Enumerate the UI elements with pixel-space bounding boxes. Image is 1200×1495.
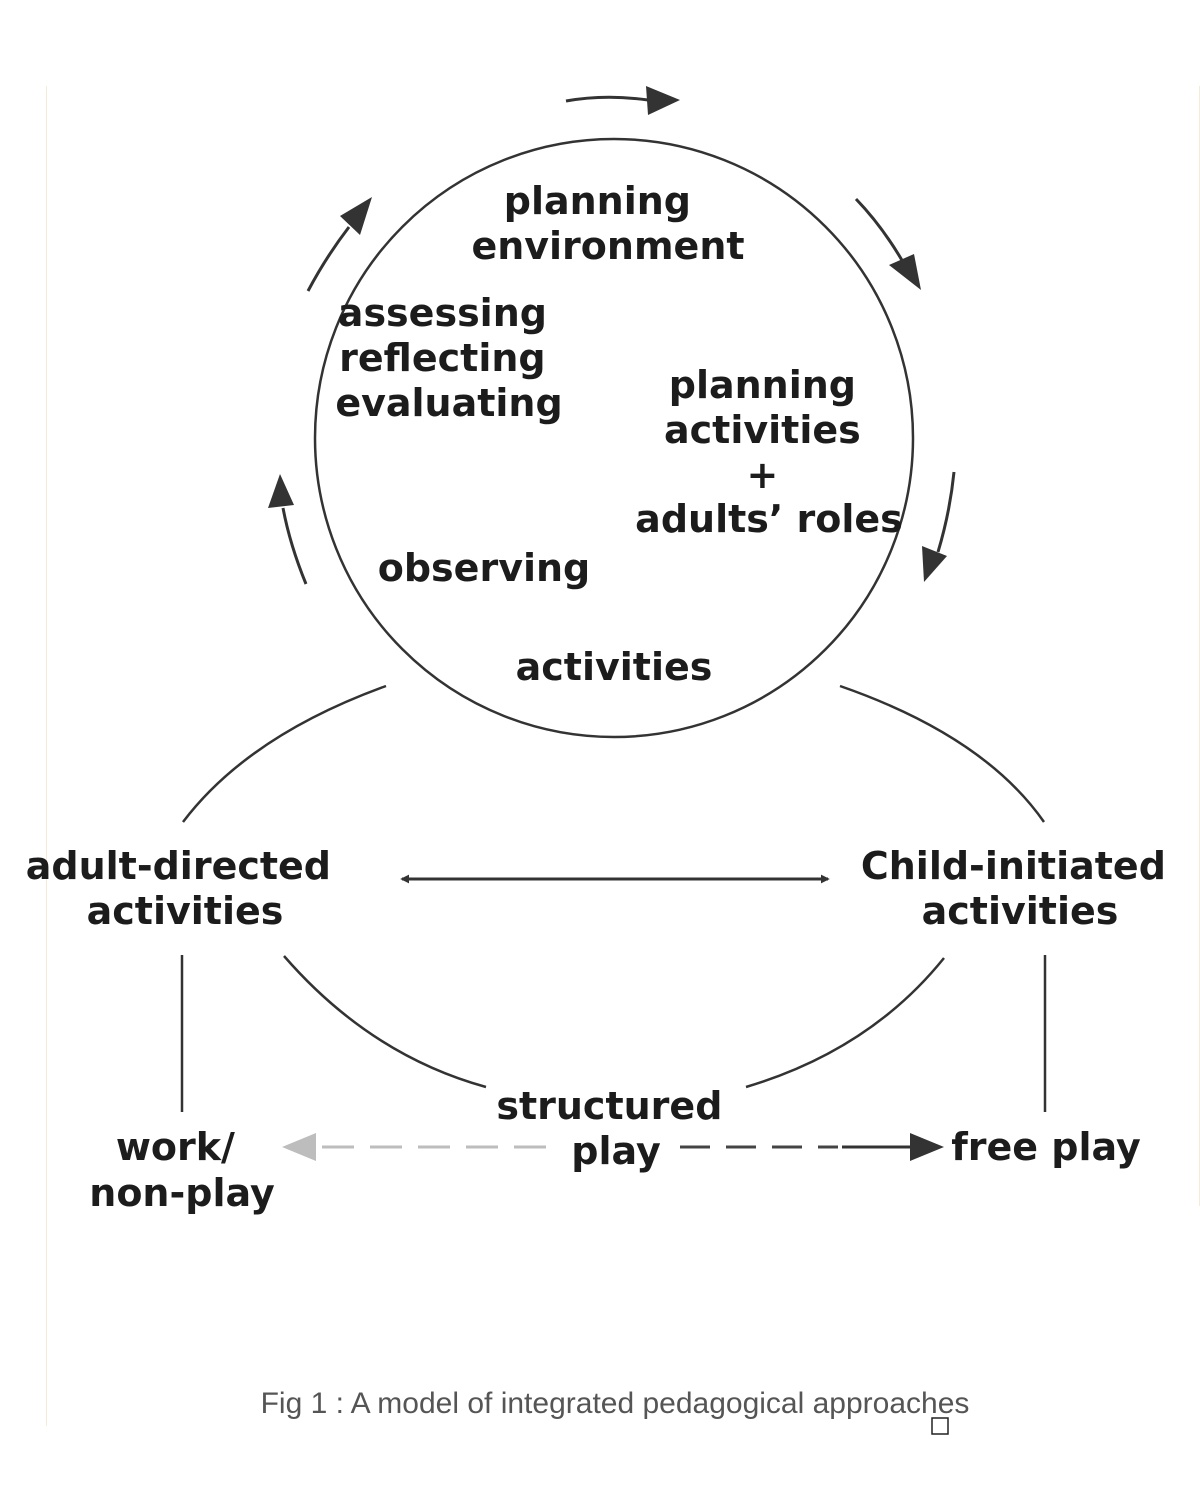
label-structured-play: structured play: [496, 1084, 735, 1173]
dashed-arrow-right-icon: [680, 1133, 944, 1161]
cycle-arrows: [268, 86, 956, 585]
connector-arcs: [180, 684, 1047, 1112]
label-adult-directed: adult-directed activities: [26, 844, 345, 933]
dashed-arrow-left-icon: [282, 1133, 546, 1161]
arc-circle-to-adult: [182, 684, 387, 823]
label-work-non-play: work/ non-play: [89, 1125, 275, 1215]
cycle-circle: [313, 137, 915, 739]
square-icon: [931, 1417, 949, 1435]
label-planning-environment: planning environment: [471, 179, 744, 268]
figure-caption: Fig 1 : A model of integrated pedagogica…: [261, 1387, 970, 1420]
label-activities: activities: [516, 645, 713, 689]
label-free-play: free play: [951, 1125, 1141, 1169]
arc-circle-to-child: [839, 684, 1046, 823]
label-child-initiated: Child-initiated activities: [861, 844, 1179, 933]
top-left-arrow-icon: [306, 197, 372, 292]
top-arrow-icon: [565, 86, 680, 115]
left-page-edge: [46, 86, 47, 1426]
right-arrow-icon: [922, 471, 956, 582]
arc-adult-to-structured: [283, 955, 487, 1089]
arc-child-to-structured: [745, 957, 945, 1089]
top-right-arrow-icon: [854, 197, 921, 290]
label-planning-activities: planning activities + adults’ roles: [635, 363, 903, 541]
label-observing: observing: [378, 546, 591, 590]
left-arrow-icon: [268, 474, 308, 585]
label-assessing: assessing reflecting evaluating: [335, 291, 562, 425]
